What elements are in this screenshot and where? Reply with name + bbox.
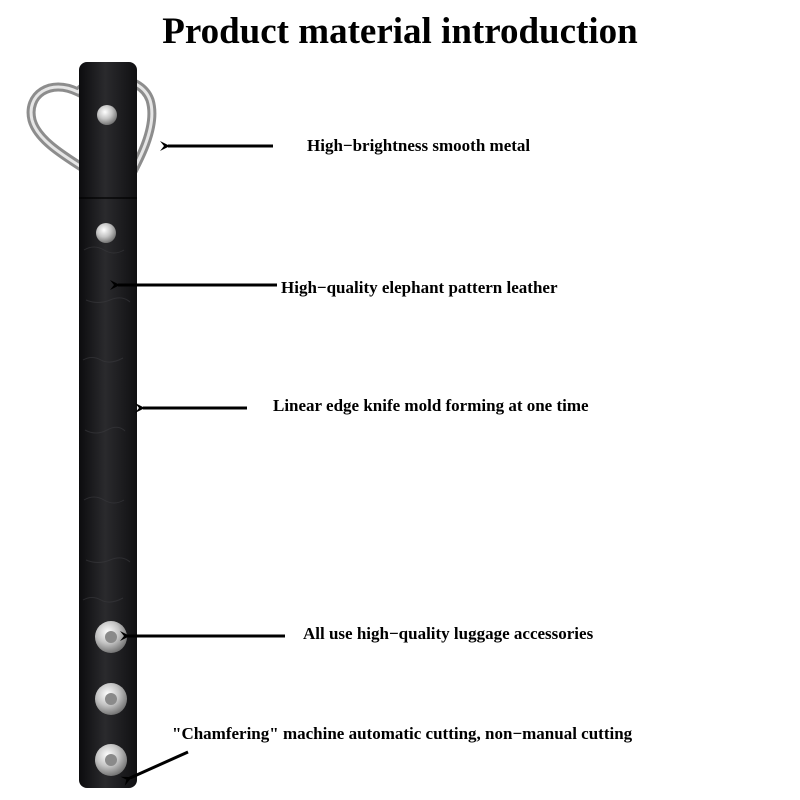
feature-label-accessories: All use high−quality luggage accessories	[303, 624, 594, 643]
feature-label-metal: High−brightness smooth metal	[307, 136, 531, 155]
rivet-middle	[96, 223, 116, 243]
feature-label-leather: High−quality elephant pattern leather	[281, 278, 558, 297]
snap-button	[95, 744, 127, 776]
leather-strap	[79, 62, 137, 788]
page-title: Product material introduction	[162, 11, 638, 52]
snap-button	[95, 621, 127, 653]
feature-label-chamfering: "Chamfering" machine automatic cutting, …	[172, 724, 633, 743]
snap-button	[95, 683, 127, 715]
feature-label-edge: Linear edge knife mold forming at one ti…	[273, 396, 589, 415]
rivet-top	[97, 105, 117, 125]
arrow-chamfering	[120, 750, 189, 786]
